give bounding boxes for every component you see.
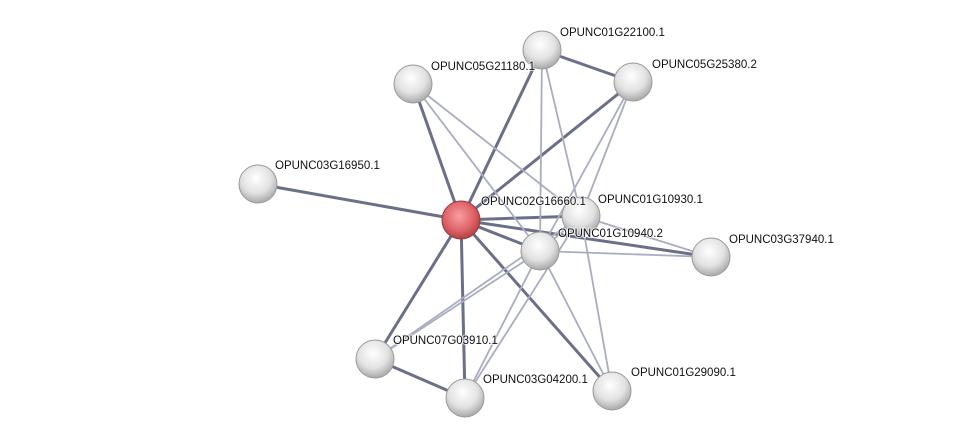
protein-node[interactable]	[522, 30, 562, 70]
protein-node[interactable]	[691, 237, 731, 277]
node-label: OPUNC07G03910.1	[393, 335, 498, 347]
edge[interactable]	[539, 81, 634, 252]
edge[interactable]	[580, 215, 712, 258]
nodes-layer	[238, 30, 731, 418]
edge[interactable]	[412, 83, 582, 217]
edge[interactable]	[459, 219, 614, 392]
edge[interactable]	[411, 83, 463, 221]
node-label: OPUNC01G29090.1	[631, 367, 736, 379]
protein-node[interactable]	[520, 231, 560, 271]
protein-node[interactable]	[561, 196, 601, 236]
edge[interactable]	[539, 250, 712, 258]
protein-node[interactable]	[592, 371, 632, 411]
node-label: OPUNC01G22100.1	[560, 27, 665, 39]
query-node[interactable]	[441, 200, 481, 240]
protein-node[interactable]	[613, 62, 653, 102]
node-label: OPUNC01G10930.1	[598, 194, 703, 206]
node-label: OPUNC03G16950.1	[275, 160, 380, 172]
edge[interactable]	[460, 214, 582, 222]
node-label: OPUNC05G25380.2	[652, 59, 757, 71]
edge[interactable]	[459, 49, 544, 221]
protein-node[interactable]	[355, 339, 395, 379]
node-label: OPUNC03G04200.1	[483, 374, 588, 386]
edge[interactable]	[580, 81, 634, 217]
protein-node[interactable]	[445, 378, 485, 418]
edge[interactable]	[412, 83, 541, 252]
edge[interactable]	[459, 219, 467, 399]
protein-node[interactable]	[393, 64, 433, 104]
edge[interactable]	[374, 250, 541, 360]
node-label: OPUNC01G10940.2	[558, 228, 663, 240]
node-label: OPUNC05G21180.1	[431, 61, 535, 73]
edge[interactable]	[541, 49, 582, 217]
protein-node[interactable]	[238, 164, 278, 204]
edge[interactable]	[460, 218, 712, 259]
edge[interactable]	[580, 215, 613, 392]
edge[interactable]	[539, 250, 613, 392]
edge[interactable]	[373, 219, 463, 360]
node-label: OPUNC03G37940.1	[729, 234, 834, 246]
node-label: OPUNC02G16660.1	[481, 196, 586, 208]
edge[interactable]	[257, 182, 462, 222]
edge[interactable]	[539, 49, 543, 252]
edge[interactable]	[460, 80, 634, 222]
edge[interactable]	[464, 215, 582, 399]
edge[interactable]	[464, 250, 541, 399]
labels-layer: OPUNC02G16660.1 OPUNC01G22100.1OPUNC05G21…	[274, 26, 835, 387]
